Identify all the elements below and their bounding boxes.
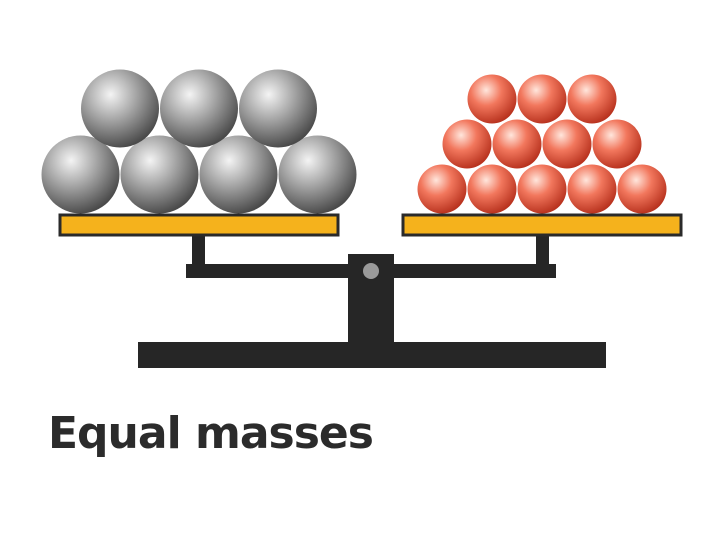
left-pan-support (192, 234, 205, 270)
small-red-ball (467, 74, 517, 124)
right-pan-ball-stack (417, 74, 667, 214)
small-red-ball (417, 164, 467, 214)
right-pan-support (536, 234, 549, 270)
large-gray-ball (81, 69, 159, 148)
large-gray-ball (160, 69, 238, 148)
large-gray-ball (41, 135, 120, 214)
large-gray-ball (239, 69, 317, 148)
small-red-ball (442, 119, 492, 169)
small-red-ball (517, 74, 567, 124)
large-gray-ball (199, 135, 278, 214)
small-red-ball (467, 164, 517, 214)
diagram-caption: Equal masses (48, 408, 374, 459)
left-pan-ball-stack (41, 69, 357, 214)
small-red-ball (517, 164, 567, 214)
large-gray-ball (278, 135, 357, 214)
left-pan (58, 213, 340, 237)
pivot-icon (363, 263, 379, 279)
small-red-ball (542, 119, 592, 169)
small-red-ball (492, 119, 542, 169)
right-pan (401, 213, 683, 237)
small-red-ball (567, 74, 617, 124)
scale-base (138, 342, 606, 368)
large-gray-ball (120, 135, 199, 214)
small-red-ball (592, 119, 642, 169)
small-red-ball (567, 164, 617, 214)
small-red-ball (617, 164, 667, 214)
